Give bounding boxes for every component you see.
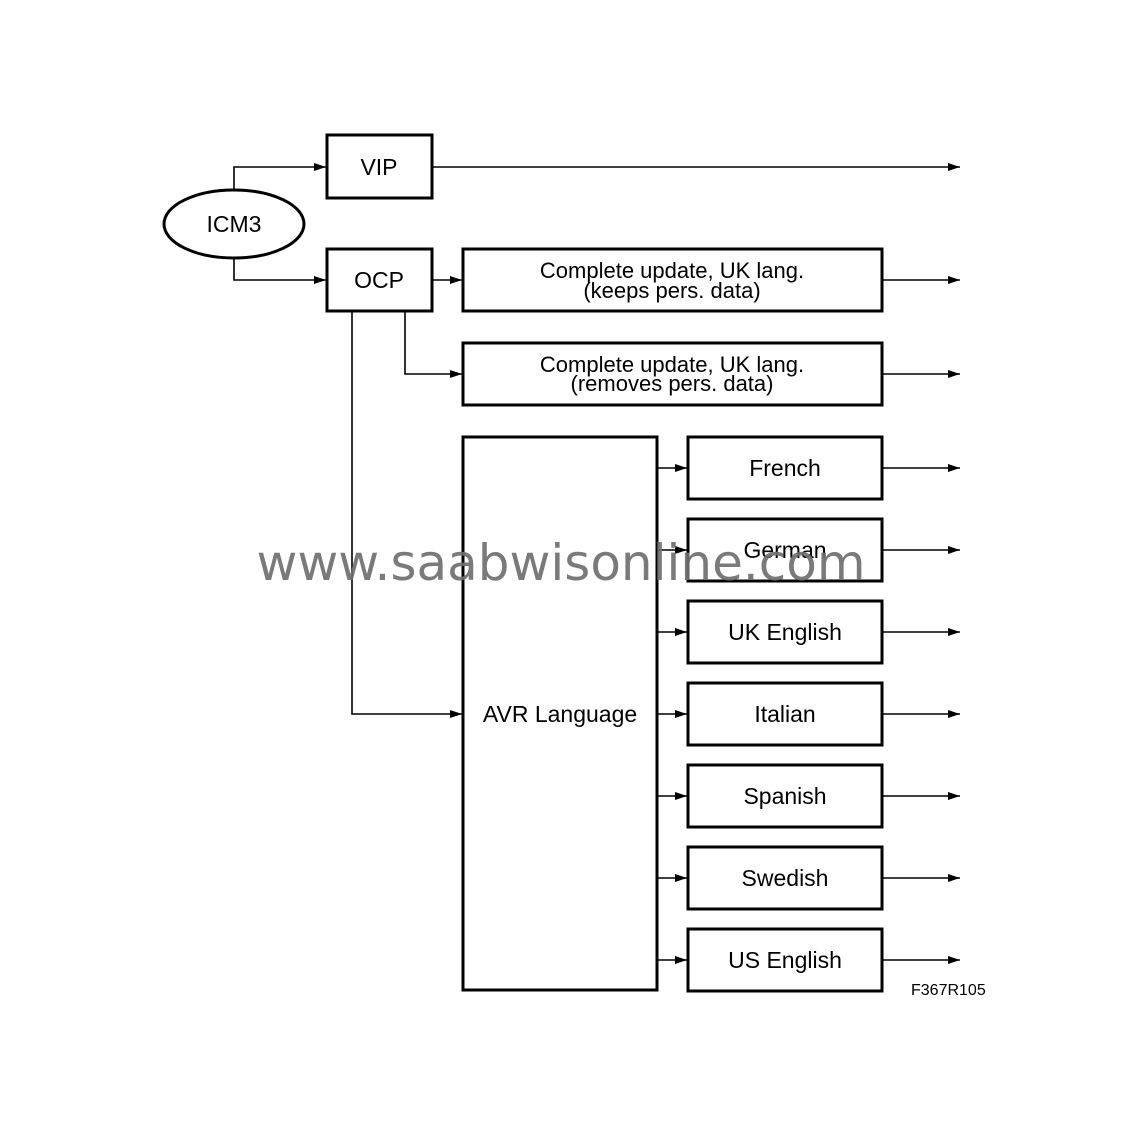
language-label-french: French (749, 455, 821, 481)
language-box-us-english (686, 927, 884, 993)
connectors (233, 163, 960, 964)
language-label-uk-english: UK English (728, 619, 842, 645)
connector-icm3-ocp (233, 258, 326, 284)
icm3-label: ICM3 (207, 211, 262, 237)
connector-ocp-update-remove (404, 312, 462, 378)
language-box-french (686, 435, 884, 501)
avr-language-label: AVR Language (483, 701, 637, 727)
language-label-german: German (743, 537, 826, 563)
avr-language-box (461, 435, 659, 992)
watermark-text: www.saabwisonline.com (256, 534, 865, 592)
update-keep-line1: Complete update, UK lang. (540, 258, 804, 283)
update-keep-box (461, 247, 884, 313)
language-box-uk-english (686, 599, 884, 665)
vip-box (325, 133, 434, 200)
icm3-node (162, 188, 306, 260)
language-box-spanish (686, 763, 884, 829)
language-label-us-english: US English (728, 947, 842, 973)
ocp-box (325, 247, 434, 313)
language-box-italian (686, 681, 884, 747)
language-box-swedish (686, 845, 884, 911)
update-keep-line2: (keeps pers. data) (583, 278, 760, 303)
update-remove-line2: (removes pers. data) (571, 371, 774, 396)
language-box-german (686, 517, 884, 583)
update-remove-line1: Complete update, UK lang. (540, 352, 804, 377)
language-label-spanish: Spanish (743, 783, 826, 809)
connector-icm3-vip (233, 163, 326, 190)
vip-label: VIP (360, 154, 397, 180)
connector-ocp-avr (351, 312, 462, 718)
ocp-label: OCP (354, 267, 404, 293)
language-label-italian: Italian (754, 701, 815, 727)
language-label-swedish: Swedish (742, 865, 829, 891)
figure-code: F367R105 (911, 982, 986, 999)
update-remove-box (461, 341, 884, 407)
language-connectors (657, 464, 960, 964)
